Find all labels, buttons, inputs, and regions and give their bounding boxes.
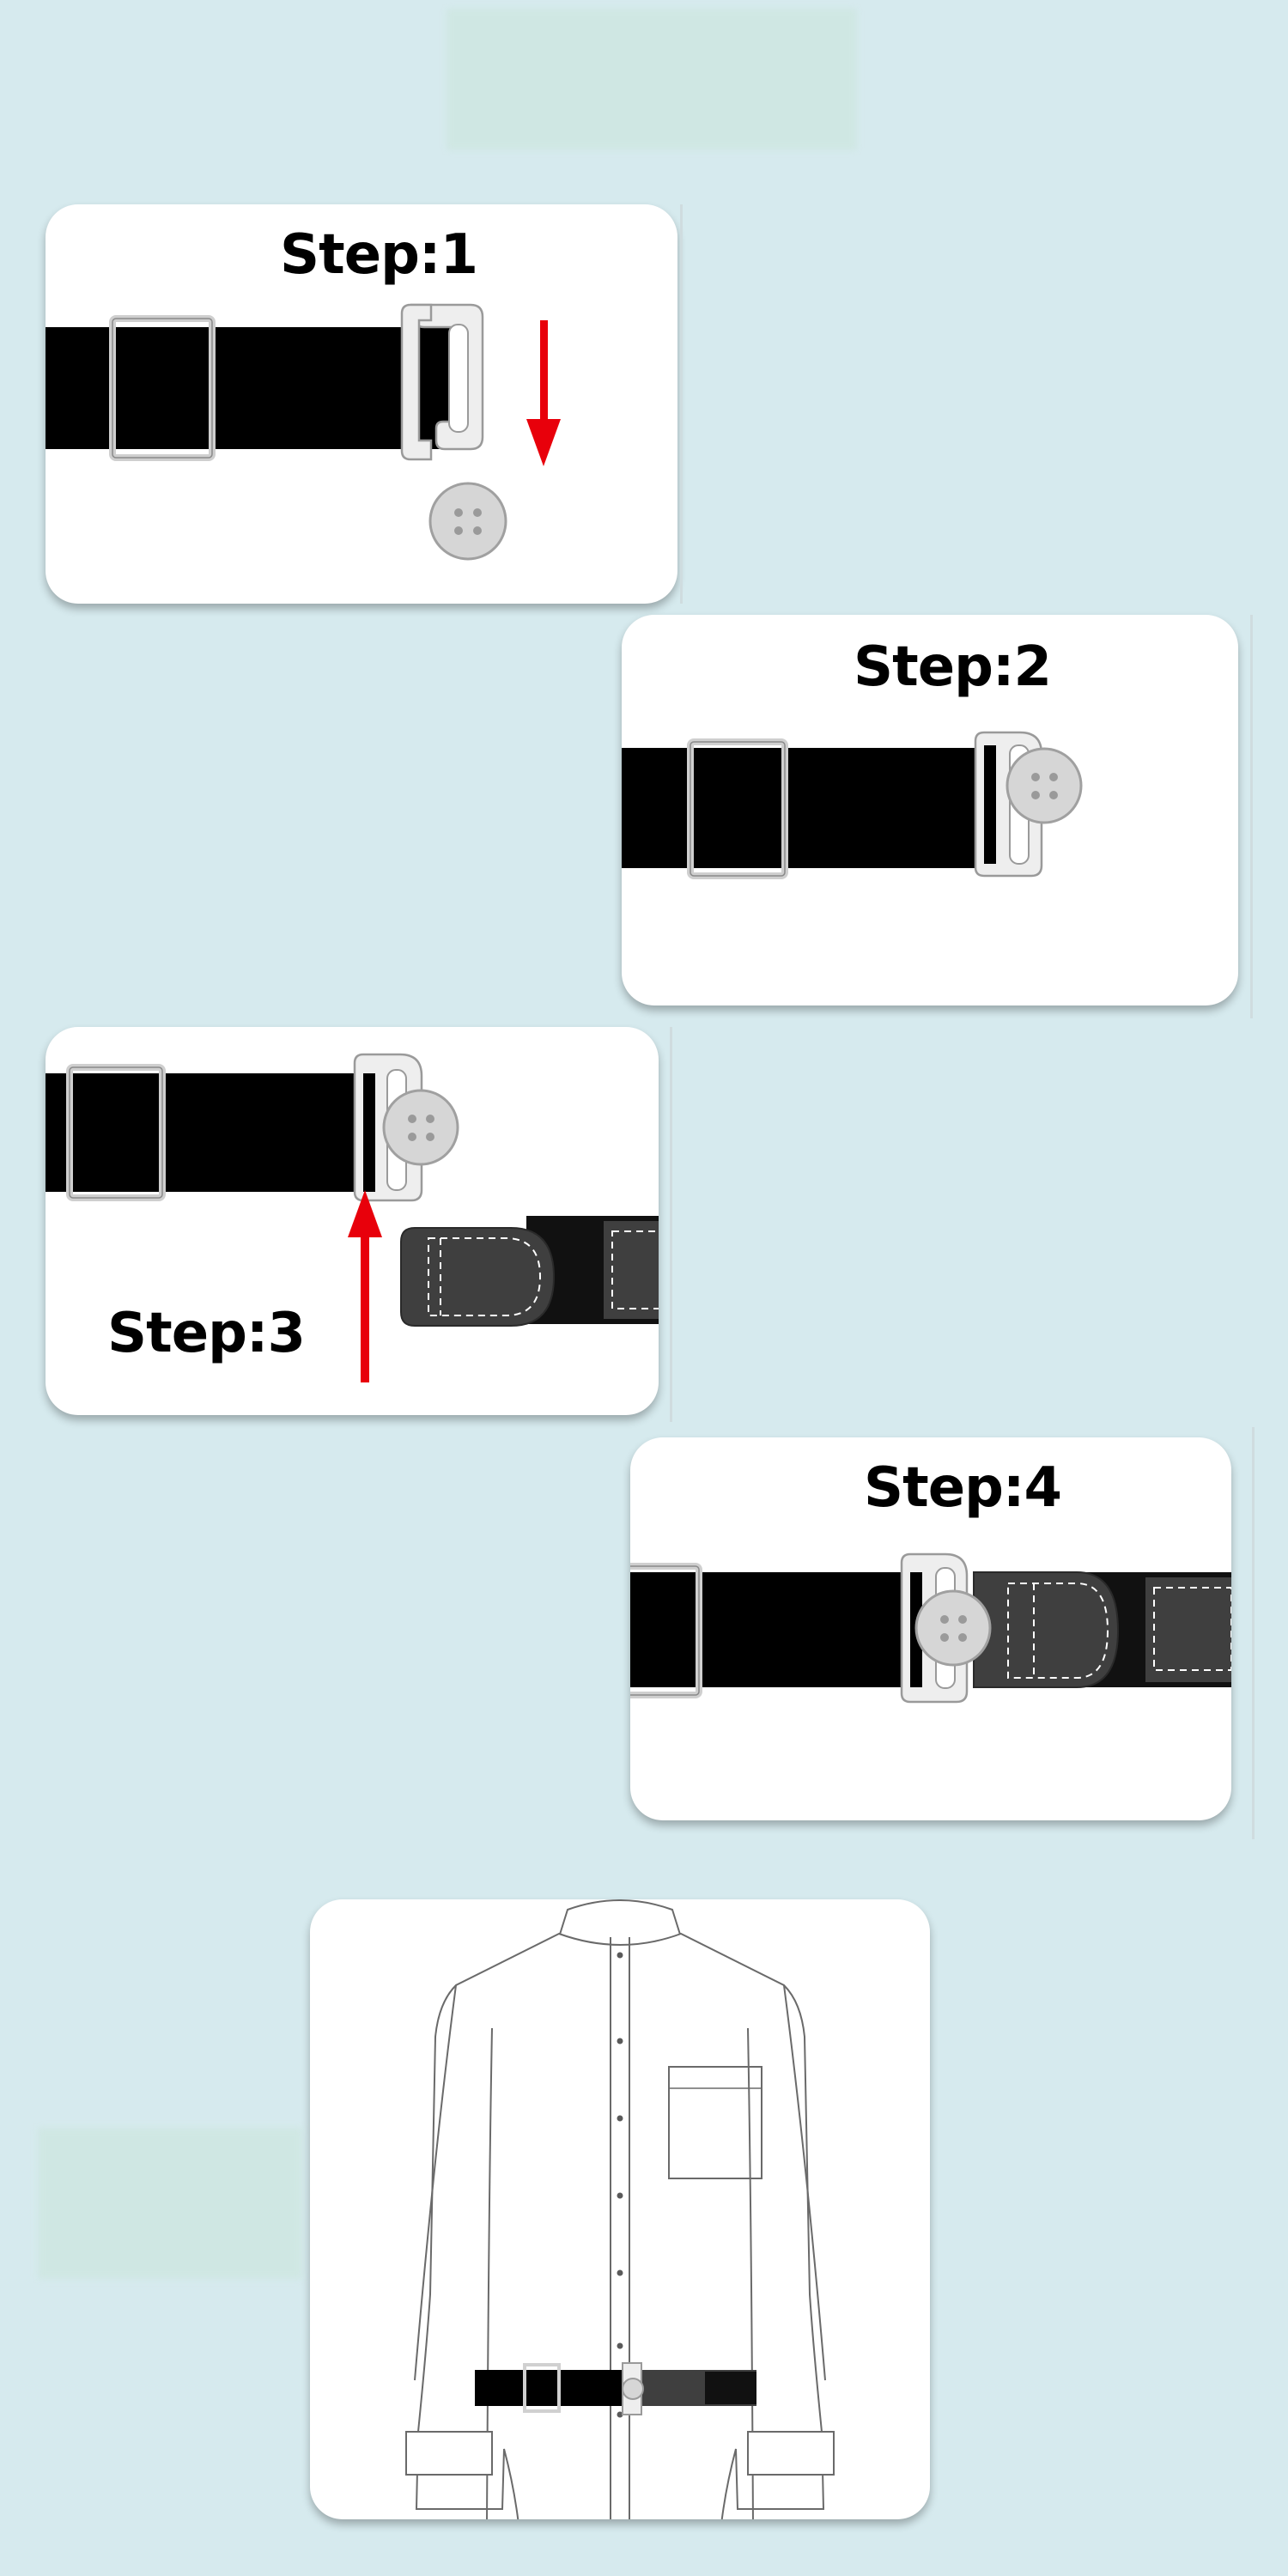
step2-card: Step:2 bbox=[622, 615, 1238, 1005]
shirt-button-icon bbox=[428, 482, 507, 561]
divider-line bbox=[670, 1027, 672, 1422]
arrow-down-icon bbox=[526, 320, 561, 466]
extender-strap bbox=[400, 1216, 659, 1327]
shirt-card bbox=[310, 1899, 930, 2519]
step2-illustration bbox=[622, 731, 1083, 879]
shirt-belt bbox=[475, 2362, 756, 2415]
placket-buttons bbox=[617, 1952, 623, 2418]
divider-line bbox=[1250, 615, 1253, 1018]
step3-card: Step:3 bbox=[46, 1027, 659, 1415]
side-blur-patch bbox=[38, 2128, 302, 2279]
extender-strap bbox=[973, 1571, 1231, 1688]
step3-illustration bbox=[46, 1053, 659, 1382]
step4-illustration bbox=[630, 1552, 1231, 1704]
top-blur-patch bbox=[447, 9, 857, 150]
shirt-pocket bbox=[668, 2066, 762, 2179]
step1-title: Step:1 bbox=[280, 223, 478, 287]
step1-illustration bbox=[46, 303, 561, 561]
shirt-button-icon bbox=[382, 1089, 459, 1166]
divider-line bbox=[1252, 1427, 1255, 1839]
belt-strap bbox=[46, 1073, 391, 1192]
step3-title: Step:3 bbox=[107, 1302, 306, 1365]
arrow-up-icon bbox=[348, 1190, 382, 1382]
shirt-outline bbox=[405, 1899, 835, 2519]
belt-strap bbox=[46, 327, 451, 449]
step4-card: Step:4 bbox=[630, 1437, 1231, 1820]
belt-strap bbox=[622, 748, 1001, 868]
divider-line bbox=[680, 204, 683, 604]
shirt-button-icon bbox=[1005, 747, 1083, 824]
shirt-illustration bbox=[405, 1899, 835, 2519]
g-hook-clip bbox=[400, 303, 484, 461]
step1-card: Step:1 bbox=[46, 204, 677, 604]
belt-strap bbox=[630, 1572, 936, 1687]
step4-title: Step:4 bbox=[864, 1456, 1062, 1520]
shirt-button-icon bbox=[914, 1589, 992, 1667]
step2-title: Step:2 bbox=[854, 635, 1052, 699]
